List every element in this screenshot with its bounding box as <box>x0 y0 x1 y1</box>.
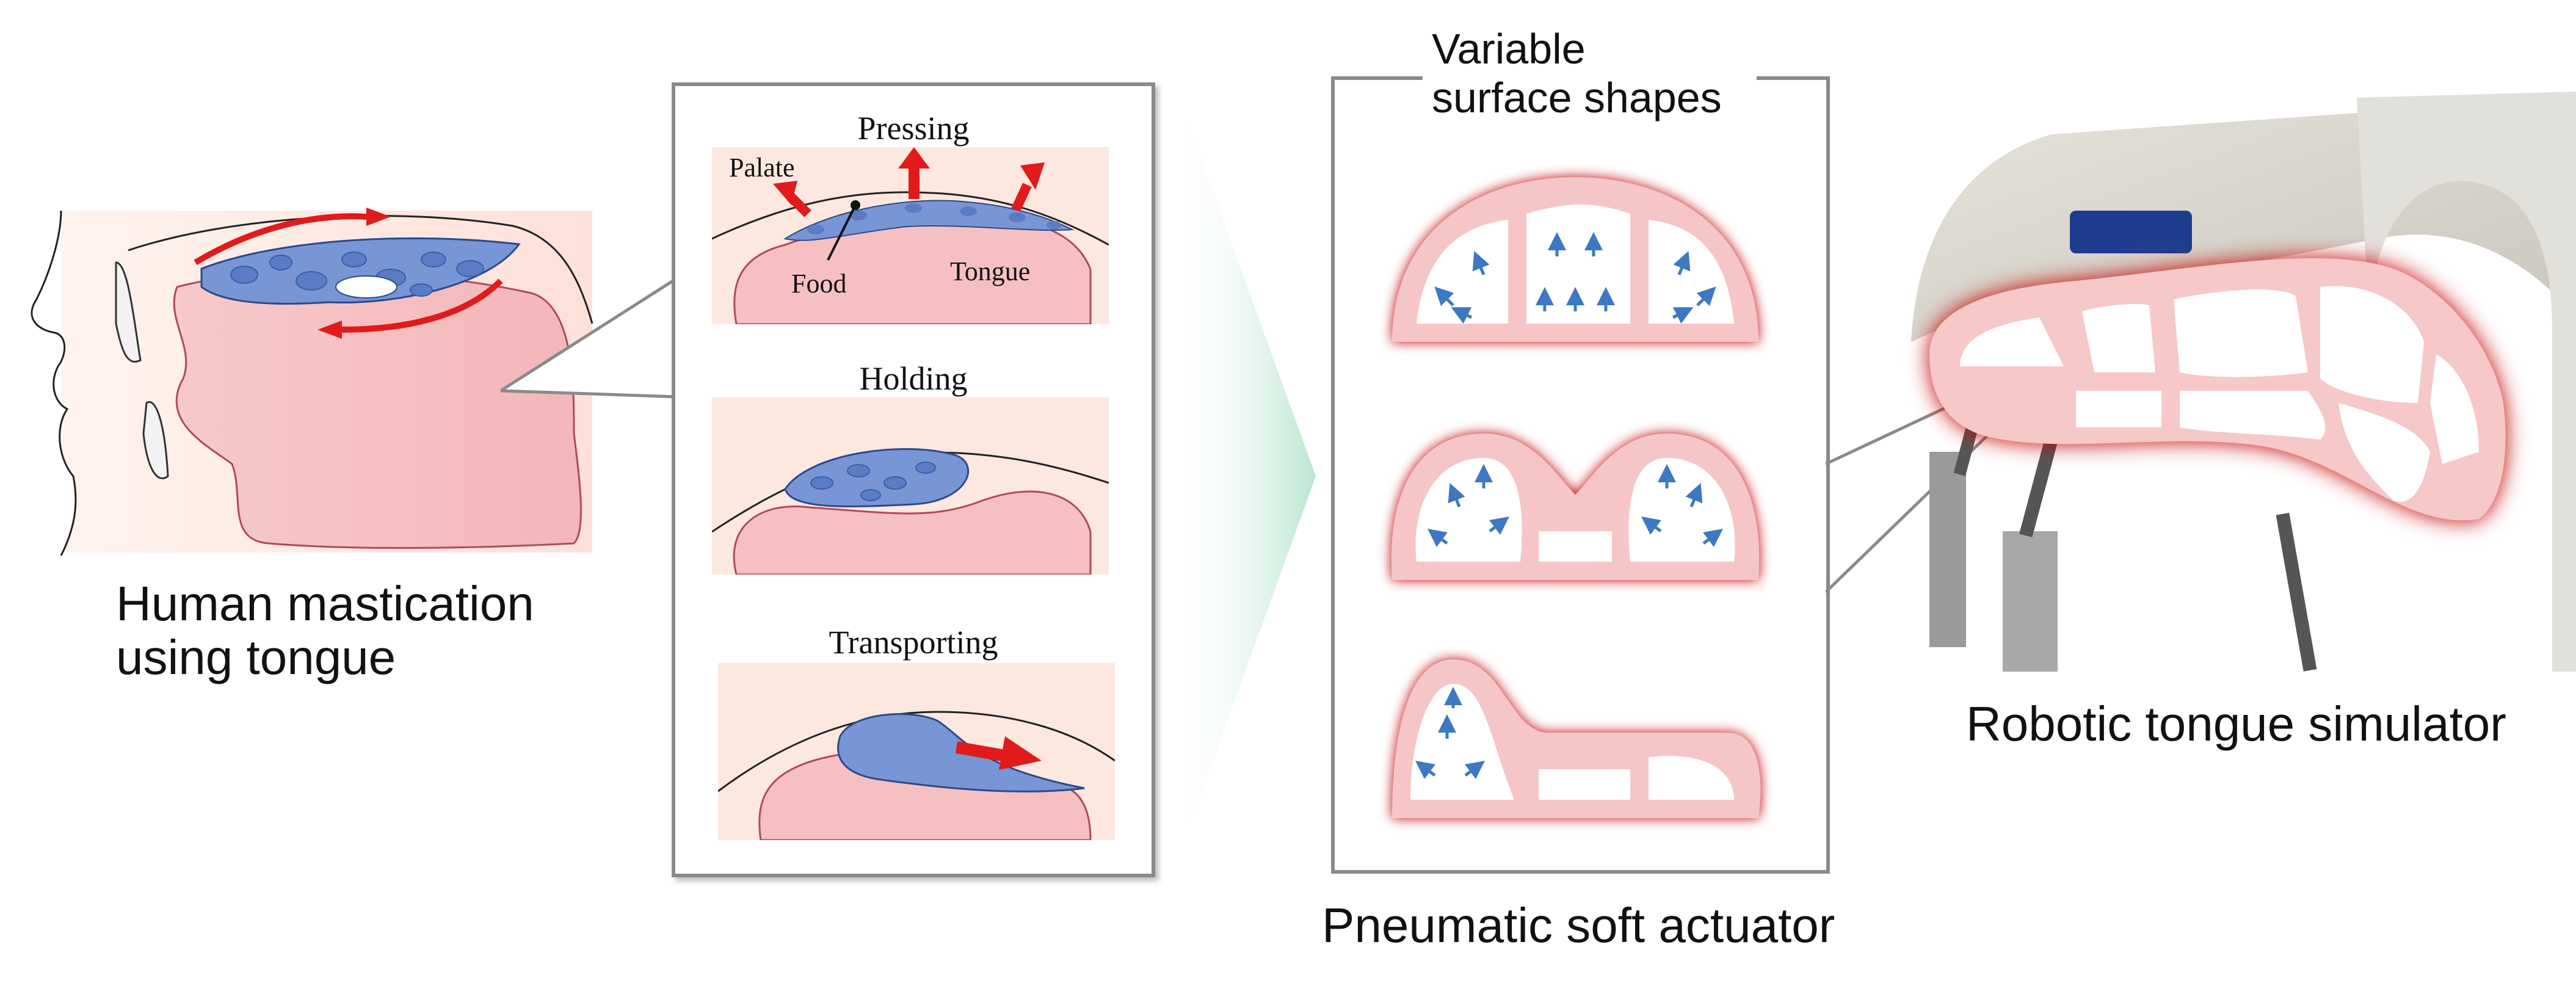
stage-illustration-holding <box>712 397 1109 575</box>
food-particles <box>807 203 1061 234</box>
actuator-rods <box>1929 379 2317 672</box>
actuator-caption: Pneumatic soft actuator <box>1322 898 1835 952</box>
upper-teeth <box>115 261 142 363</box>
food-particles <box>810 462 936 501</box>
stage-title-pressing: Pressing <box>857 110 970 147</box>
forward-arrow-top <box>194 213 367 266</box>
palate-line <box>712 191 1109 246</box>
robot-caption: Robotic tongue simulator <box>1966 697 2506 751</box>
actuator-shape-front-raised <box>1392 659 1761 818</box>
lower-teeth <box>142 401 169 479</box>
robot-simulator-render <box>1911 92 2576 672</box>
transport-arrow-shaft <box>955 741 1006 762</box>
human-mastication-panel <box>24 201 598 568</box>
robotic-tongue-actuator <box>1929 258 2506 521</box>
backward-arrowhead-bottom <box>317 321 342 339</box>
stages-panel: Pressing Palate Food Tongue Holding Tran… <box>672 82 1155 877</box>
human-caption: Human mastication using tongue <box>116 577 534 684</box>
forward-arrowhead-top <box>366 208 391 226</box>
housing-arch <box>2357 92 2576 672</box>
food-particles <box>230 252 484 297</box>
callout-wedge-left <box>501 276 678 399</box>
backward-arrow-bottom <box>341 278 503 333</box>
food-layer <box>783 200 1075 241</box>
actuator-header: Variable surface shapes <box>1432 24 1722 122</box>
actuator-header-line1: Variable <box>1432 25 1586 73</box>
actuator-shape-dome <box>1392 177 1758 342</box>
label-food: Food <box>791 269 847 299</box>
transport-arrowhead <box>999 736 1042 770</box>
pressure-arrows <box>1434 232 1716 324</box>
panel-top-border-left <box>1331 76 1423 80</box>
panel-top-border-right <box>1757 76 1830 80</box>
actuator-shape-double-hump <box>1391 433 1760 580</box>
human-caption-line1: Human mastication <box>116 576 534 631</box>
food-pointer-dot <box>851 200 860 210</box>
blue-cap <box>2070 211 2192 253</box>
human-caption-line2: using tongue <box>116 630 396 684</box>
stage-title-holding: Holding <box>859 360 968 397</box>
palate-line <box>128 215 593 324</box>
label-tongue: Tongue <box>950 256 1031 286</box>
actuator-shapes <box>1391 177 1761 818</box>
human-mouth-illustration <box>31 208 593 556</box>
food-pointer <box>827 205 857 261</box>
stage-illustration-pressing <box>712 147 1109 324</box>
actuator-header-line2: surface shapes <box>1432 74 1722 121</box>
food-gap <box>335 275 397 299</box>
stage-illustration-transporting <box>718 663 1115 840</box>
label-palate: Palate <box>729 153 795 183</box>
tongue-shape <box>733 490 1092 575</box>
pressing-arrows <box>773 147 1045 217</box>
tongue-shape <box>173 270 582 549</box>
transition-chevron <box>1172 79 1316 873</box>
stage-title-transporting: Transporting <box>829 624 998 661</box>
face-profile <box>31 210 77 556</box>
